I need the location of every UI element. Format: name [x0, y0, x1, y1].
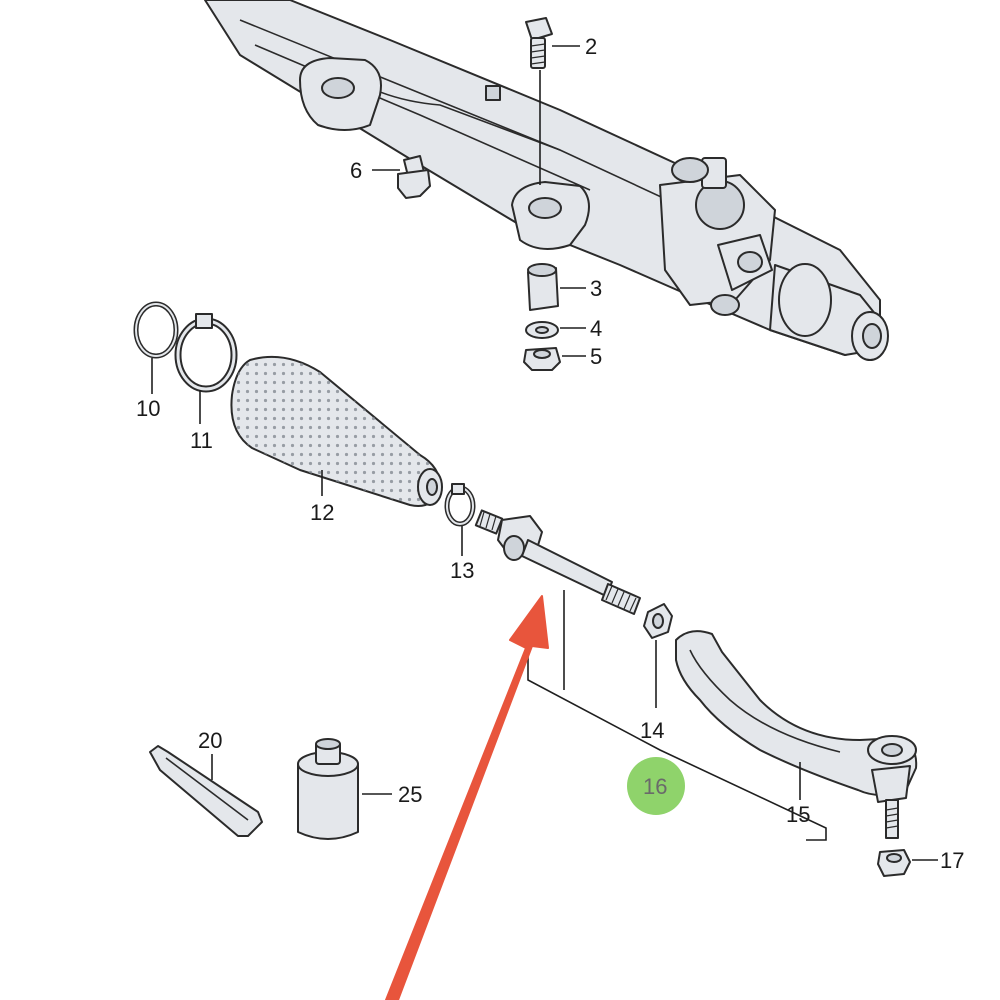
- callout-10: 10: [136, 396, 160, 421]
- outer-tie-rod-end-part-15: [675, 630, 918, 803]
- nut-part-14: [643, 603, 673, 708]
- callout-25: 25: [398, 782, 422, 807]
- highlight-circle-16: [627, 757, 685, 815]
- bolt-part-2: [525, 17, 580, 185]
- o-ring-part-10: [133, 301, 179, 394]
- callout-2: 2: [585, 34, 597, 59]
- bushing-part-3: [527, 263, 586, 311]
- callout-17: 17: [940, 848, 964, 873]
- pointer-arrow: [385, 595, 549, 1000]
- callout-20: 20: [198, 728, 222, 753]
- inner-tie-rod: [474, 509, 641, 690]
- small-clamp-part-13: [444, 483, 476, 556]
- grease-tin-part-25: [297, 738, 392, 840]
- callout-6: 6: [350, 158, 362, 183]
- assembly-bracket-16: [527, 650, 827, 841]
- callout-4: 4: [590, 316, 602, 341]
- callout-3: 3: [590, 276, 602, 301]
- grease-tube-part-20: [149, 745, 263, 837]
- nut-part-17: [877, 799, 938, 877]
- callout-12: 12: [310, 500, 334, 525]
- callout-5: 5: [590, 344, 602, 369]
- callout-11: 11: [190, 428, 213, 453]
- washer-part-4: [525, 321, 586, 339]
- steering-rack-housing: [204, 0, 889, 361]
- callout-16: 16: [643, 774, 667, 799]
- clamp-part-11: [174, 313, 238, 424]
- nut-part-5: [523, 347, 586, 371]
- callout-14: 14: [640, 718, 664, 743]
- callout-13: 13: [450, 558, 474, 583]
- boot-part-12: [230, 355, 443, 507]
- clip-part-6: [372, 155, 431, 199]
